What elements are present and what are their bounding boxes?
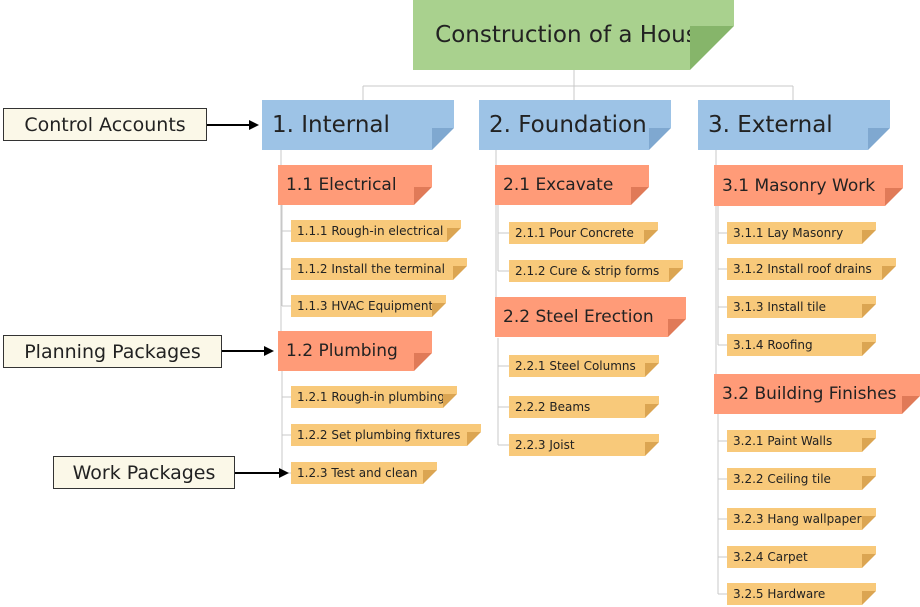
- root-node: Construction of a House: [413, 0, 734, 70]
- work-package: 3.2.5 Hardware: [727, 583, 876, 605]
- planning-package-excavate: 2.1 Excavate: [495, 165, 649, 205]
- work-package: 3.1.1 Lay Masonry: [727, 222, 876, 244]
- work-package: 2.1.1 Pour Concrete: [509, 222, 658, 244]
- work-package: 1.2.2 Set plumbing fixtures: [291, 424, 481, 446]
- legend-work-packages: Work Packages: [53, 456, 235, 489]
- work-package: 3.1.4 Roofing: [727, 334, 876, 356]
- work-package: 2.1.2 Cure & strip forms: [509, 260, 683, 282]
- control-account-external: 3. External: [698, 100, 890, 150]
- planning-package-plumbing: 1.2 Plumbing: [278, 331, 432, 371]
- work-package: 1.1.1 Rough-in electrical: [291, 220, 461, 242]
- work-package: 1.1.2 Install the terminal: [291, 258, 467, 280]
- planning-package-electrical: 1.1 Electrical: [278, 165, 432, 205]
- root-label: Construction of a House: [435, 22, 712, 48]
- work-package: 3.1.2 Install roof drains: [727, 258, 896, 280]
- work-package: 3.2.1 Paint Walls: [727, 430, 876, 452]
- legend-control-accounts: Control Accounts: [3, 108, 207, 141]
- fold-corner: [690, 26, 734, 70]
- work-package: 3.1.3 Install tile: [727, 296, 876, 318]
- work-package: 1.1.3 HVAC Equipment: [291, 295, 446, 317]
- work-package: 3.2.4 Carpet: [727, 546, 876, 568]
- work-package: 3.2.3 Hang wallpaper: [727, 508, 876, 530]
- planning-package-steel-erection: 2.2 Steel Erection: [495, 297, 686, 337]
- work-package: 1.2.1 Rough-in plumbing: [291, 386, 457, 408]
- work-package: 3.2.2 Ceiling tile: [727, 468, 876, 490]
- work-package: 2.2.2 Beams: [509, 396, 659, 418]
- planning-package-building-finishes: 3.2 Building Finishes: [714, 374, 920, 414]
- planning-package-masonry-work: 3.1 Masonry Work: [714, 165, 903, 206]
- control-account-internal: 1. Internal: [262, 100, 454, 150]
- work-package: 2.2.1 Steel Columns: [509, 355, 659, 377]
- work-package: 1.2.3 Test and clean: [291, 462, 437, 484]
- legend-planning-packages: Planning Packages: [3, 335, 222, 368]
- control-account-foundation: 2. Foundation: [479, 100, 671, 150]
- work-package: 2.2.3 Joist: [509, 434, 659, 456]
